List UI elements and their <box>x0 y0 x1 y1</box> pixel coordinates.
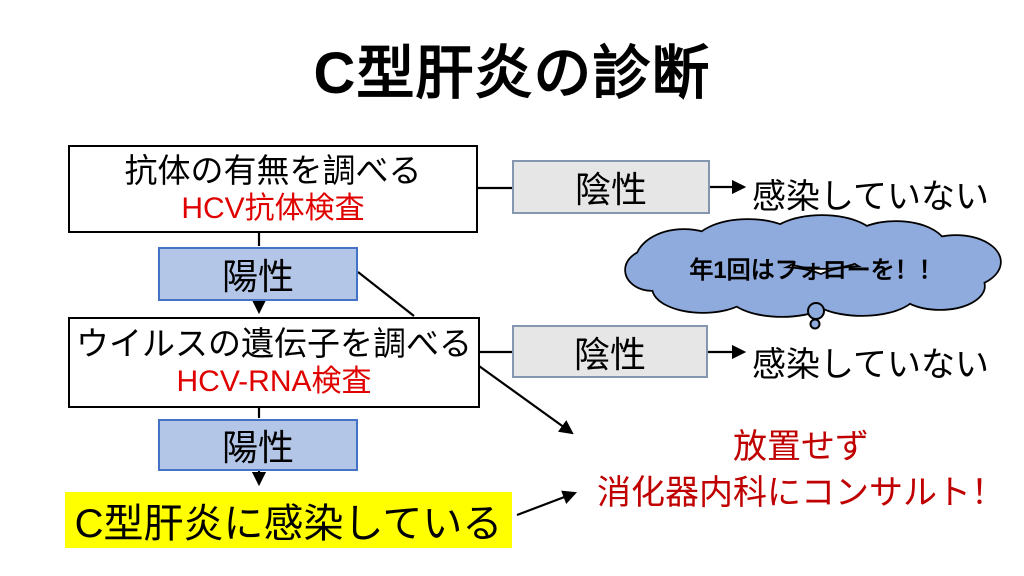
arrow-final-to-consult <box>516 490 578 517</box>
step2-negative-box: 陰性 <box>512 325 708 378</box>
cloud-tail-bubble-large <box>807 302 825 320</box>
step1-positive-box: 陽性 <box>158 247 358 301</box>
step2-not-infected-text: 感染していない <box>752 346 989 384</box>
step2-description: ウイルスの遺伝子を調べる <box>76 325 472 363</box>
step1-negative-label: 陰性 <box>574 169 647 210</box>
consult-line2: 消化器内科にコンサルト！ <box>597 474 1005 513</box>
line-positive1-diagonal-step2 <box>357 271 415 317</box>
final-diagnosis-highlight: C型肝炎に感染している <box>65 492 512 548</box>
step1-negative-box: 陰性 <box>512 160 710 214</box>
cloud-tail-bubble-small <box>809 318 821 330</box>
step2-positive-box: 陽性 <box>158 419 358 471</box>
cloud-annotation-text: 年1回はフォローを！！ <box>689 257 943 284</box>
step1-description: 抗体の有無を調べる <box>124 151 422 189</box>
page-title: C型肝炎の診断 <box>313 41 711 106</box>
step2-test-name: HCV-RNA検査 <box>176 365 372 399</box>
arrow-step2-to-consult <box>478 365 574 435</box>
step2-negative-label: 陰性 <box>573 333 646 375</box>
step1-antibody-test-box: 抗体の有無を調べる HCV抗体検査 <box>68 145 478 233</box>
final-diagnosis-label: C型肝炎に感染している <box>74 502 503 546</box>
step1-positive-label: 陽性 <box>221 256 294 297</box>
step2-rna-test-box: ウイルスの遺伝子を調べる HCV-RNA検査 <box>68 317 480 408</box>
consult-advice-text: 放置せず 消化器内科にコンサルト！ <box>578 424 1024 516</box>
consult-line1: 放置せず <box>733 428 869 466</box>
cloud-shape <box>624 214 1002 330</box>
step1-not-infected-text: 感染していない <box>752 178 989 216</box>
step1-test-name: HCV抗体検査 <box>181 191 365 225</box>
step2-positive-label: 陽性 <box>221 427 294 468</box>
